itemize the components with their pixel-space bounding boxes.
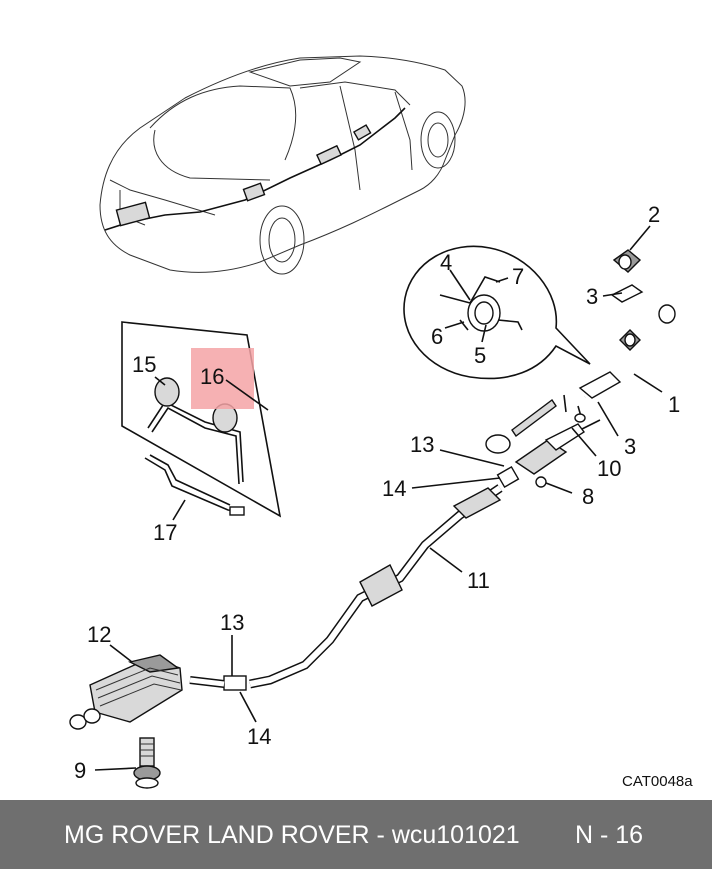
callout-4: 4 <box>440 250 452 275</box>
clamp-detail-bubble <box>403 245 591 380</box>
intermediate-pipe <box>189 484 503 691</box>
footer-brands-part-number: MG ROVER LAND ROVER - wcu101021 <box>64 821 520 849</box>
callout-12: 12 <box>87 622 111 647</box>
callout-13a: 13 <box>410 432 434 457</box>
catalyst-and-fixings <box>485 398 601 489</box>
callout-10: 10 <box>597 456 621 481</box>
front-pipe-assembly <box>563 249 676 421</box>
callout-5: 5 <box>474 343 486 368</box>
callout-13b: 13 <box>220 610 244 635</box>
callout-9: 9 <box>74 758 86 783</box>
callout-11: 11 <box>467 568 490 593</box>
callout-labels: 1 2 3 3 4 5 6 7 8 9 10 11 12 13 13 14 14… <box>74 202 693 790</box>
callout-14b: 14 <box>247 724 271 749</box>
callout-3b: 3 <box>624 434 636 459</box>
callout-7: 7 <box>512 264 524 289</box>
car-illustration <box>99 55 466 275</box>
callout-15: 15 <box>132 352 156 377</box>
callout-14a: 14 <box>382 476 406 501</box>
callout-8: 8 <box>582 484 594 509</box>
callout-6: 6 <box>431 324 443 349</box>
bolt-9 <box>133 737 161 789</box>
callout-3a: 3 <box>586 284 598 309</box>
callout-1: 1 <box>668 392 680 417</box>
footer-page-reference: N - 16 <box>575 821 644 849</box>
callout-2: 2 <box>648 202 660 227</box>
leader-lines <box>94 225 663 771</box>
footer-bar: MG ROVER LAND ROVER - wcu101021 N - 16 <box>0 800 712 869</box>
callout-17: 17 <box>153 520 177 545</box>
drawing-code: CAT0048a <box>622 773 693 790</box>
hanger-detail-box <box>121 321 282 518</box>
callout-16: 16 <box>200 364 224 389</box>
highlight-16 <box>191 348 254 409</box>
exhaust-system-diagram: 1 2 3 3 4 5 6 7 8 9 10 11 12 13 13 14 14… <box>69 55 693 790</box>
rear-silencer <box>69 654 183 730</box>
